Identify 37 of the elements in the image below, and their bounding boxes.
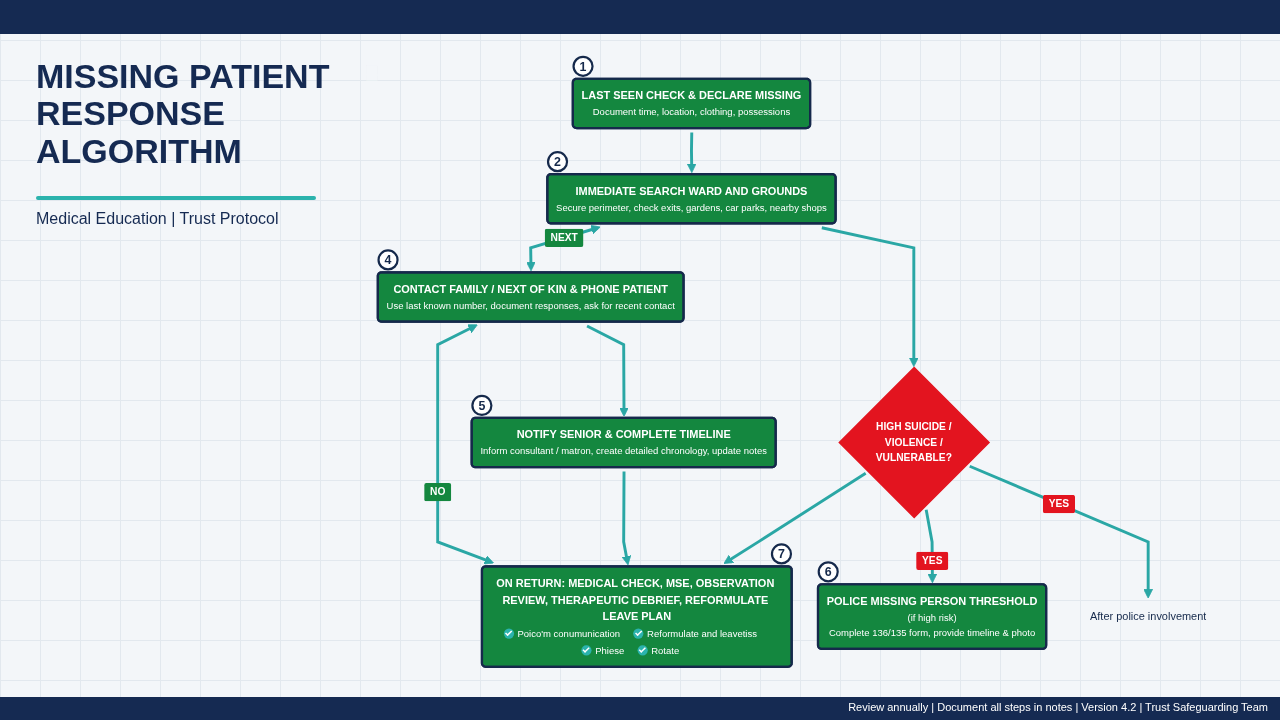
checklist-item: Reformulate and leavetiss bbox=[647, 627, 757, 641]
step-number-badge: 7 bbox=[770, 543, 793, 565]
footer-text: Review annually | Document all steps in notes | Version 4.2 | Trust Safeguarding Team bbox=[848, 701, 1268, 713]
step-heading: NOTIFY SENIOR & COMPLETE TIMELINE bbox=[516, 428, 731, 441]
step-heading: IMMEDIATE SEARCH WARD AND GROUNDS bbox=[575, 184, 808, 197]
step-heading: POLICE MISSING PERSON THRESHOLD bbox=[826, 594, 1038, 607]
checklist-item: Phiese bbox=[595, 643, 625, 658]
step-description: Use last known number, document responses, ask for recent contact bbox=[386, 299, 675, 311]
step-description: Inform consultant / matron, create detailed chronology, update notes bbox=[480, 445, 767, 457]
arrow bbox=[436, 324, 494, 565]
arrow bbox=[586, 324, 629, 417]
step-number-badge: 5 bbox=[471, 394, 493, 417]
step-description: Secure perimeter, check exits, gardens, car parks, nearby shops bbox=[556, 201, 827, 213]
checklist-item: Poico'm conumunication bbox=[517, 627, 621, 641]
decision-question: HIGH SUICIDE / VIOLENCE / VULNERABLE? bbox=[874, 419, 953, 466]
step-number-badge: 2 bbox=[546, 151, 569, 173]
edge-label: YES bbox=[916, 551, 949, 570]
title: MISSING PATIENT RESPONSE ALGORITHM bbox=[36, 58, 331, 171]
arrow bbox=[686, 132, 697, 174]
step-number-badge: 1 bbox=[572, 55, 594, 77]
edge-label: NO bbox=[424, 483, 452, 502]
checklist-item: Rotate bbox=[651, 643, 680, 658]
step-description: Document time, location, clothing, possessions bbox=[592, 106, 791, 118]
step-description: (if high risk) bbox=[907, 611, 957, 623]
step-heading: LAST SEEN CHECK & DECLARE MISSING bbox=[581, 88, 802, 102]
step-heading: ON RETURN: MEDICAL CHECK, MSE, OBSERVATION REVIEW, THERAPEUTIC DEBRIEF, REFORMULATE LEAVE PLAN bbox=[496, 576, 776, 622]
arrow bbox=[821, 226, 919, 367]
step-description: Complete 136/135 form, provide timeline & photo bbox=[828, 626, 1036, 638]
arrow bbox=[723, 472, 867, 564]
edge-label: NEXT bbox=[544, 228, 584, 247]
subtitle: Medical Education | Trust Protocol bbox=[36, 210, 279, 228]
note-text: After police involvement bbox=[1090, 609, 1207, 623]
edge-label: YES bbox=[1042, 494, 1076, 514]
arrow bbox=[621, 471, 632, 566]
step-number-badge: 6 bbox=[817, 561, 839, 583]
step-number-badge: 4 bbox=[377, 249, 399, 271]
step-heading: CONTACT FAMILY / NEXT OF KIN & PHONE PATIENT bbox=[393, 282, 668, 295]
